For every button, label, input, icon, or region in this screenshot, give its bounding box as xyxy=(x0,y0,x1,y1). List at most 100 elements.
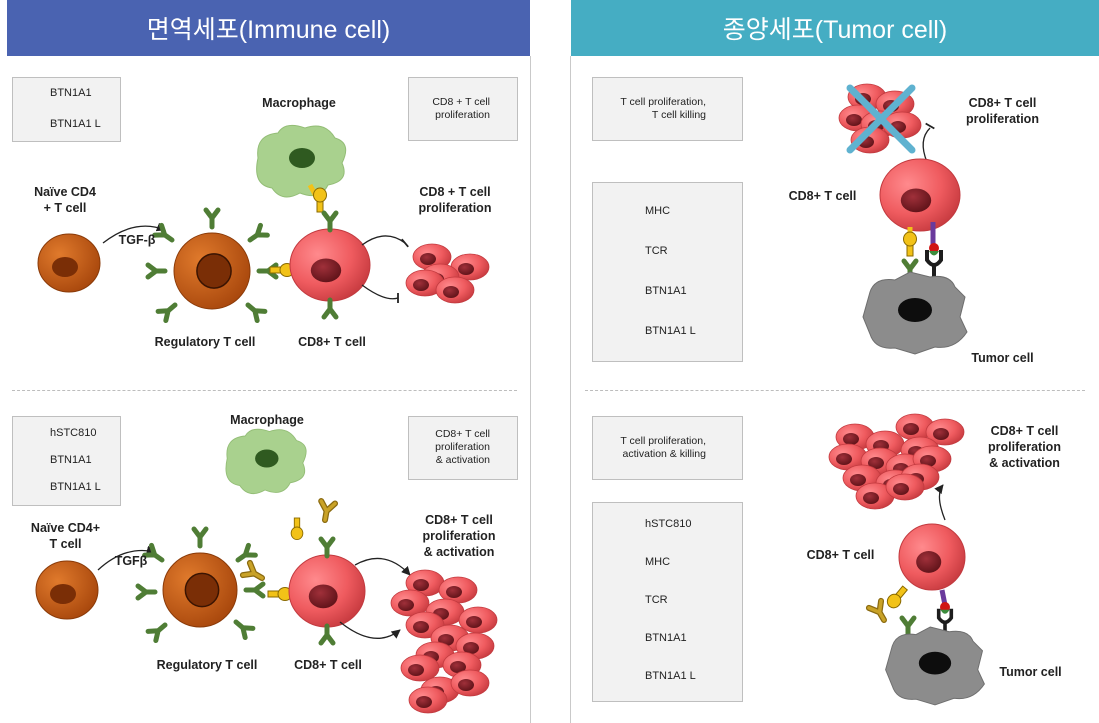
regulatory-t-cell-bottom xyxy=(162,552,238,628)
legend-box-right-top xyxy=(592,182,743,362)
note-box-right-bottom xyxy=(592,416,743,480)
label-tgf-beta-top: TGF-β xyxy=(118,233,156,247)
legend-box-left-bottom xyxy=(12,416,121,506)
label-line: & activation xyxy=(423,545,495,559)
label-line: proliferation xyxy=(422,529,496,543)
treg-receptor-icon xyxy=(155,302,178,324)
note-line: proliferation xyxy=(435,441,490,453)
label-naive-cd4-top: Naïve CD4 + T cell xyxy=(20,184,110,216)
legend-label-tcr: TCR xyxy=(645,245,668,257)
note-line: & activation xyxy=(435,454,490,466)
tumor-cell-title: 종양세포(Tumor cell) xyxy=(722,16,948,44)
legend-label-btn1a1-l: BTN1A1 L xyxy=(50,118,101,130)
label-cd8-bottom: CD8+ T cell xyxy=(294,658,362,672)
label-line: Naïve CD4+ xyxy=(30,521,101,535)
legend-label-btn1a1: BTN1A1 xyxy=(50,87,92,99)
treg-receptor-icon xyxy=(245,302,268,324)
label-line: & activation xyxy=(989,456,1060,470)
legend-label-tcr: TCR xyxy=(645,594,668,606)
label-macrophage-top: Macrophage xyxy=(262,96,336,110)
label-line: proliferation xyxy=(966,112,1039,126)
label-tumor-right-top: Tumor cell xyxy=(971,351,1034,365)
cd8-ligand-icon xyxy=(267,587,293,601)
proliferating-cd8-cell-bottom xyxy=(390,589,430,617)
cd8-receptor-icon xyxy=(321,210,339,233)
naive-cd4-t-cell-top xyxy=(37,233,101,293)
cd8-receptor-icon xyxy=(318,536,336,559)
proliferating-cd8-cell-top xyxy=(450,253,490,281)
proliferating-cd8-cell-top xyxy=(405,269,445,297)
btn1a1-receptor-icon xyxy=(899,615,917,638)
label-line: proliferation xyxy=(988,440,1061,454)
regulatory-t-cell-top xyxy=(173,232,251,310)
legend-box-right-bottom xyxy=(592,502,743,702)
mhc-icon xyxy=(925,250,943,278)
note-line: T cell proliferation, xyxy=(620,435,706,447)
legend-label-hstc810: hSTC810 xyxy=(645,518,692,530)
treg-receptor-icon xyxy=(135,583,158,601)
proliferating-cd8-cell-right-bottom xyxy=(855,482,895,510)
tgf-beta-arrow xyxy=(102,222,166,244)
label-prolif-right-bottom: CD8+ T cell proliferation & activation xyxy=(972,423,1077,471)
cd8-t-cell-top xyxy=(289,228,371,302)
legend-label-btn1a1-l: BTN1A1 L xyxy=(645,670,696,682)
treg-receptor-icon xyxy=(247,222,270,243)
tumor-cell-right-top xyxy=(862,271,968,355)
hstc810-antibody-icon xyxy=(865,597,887,623)
label-macrophage-bottom: Macrophage xyxy=(230,413,304,427)
treg-receptor-icon xyxy=(152,222,175,243)
hstc810-antibody-icon xyxy=(239,559,265,581)
label-cd8-right-bottom: CD8+ T cell xyxy=(806,548,875,562)
treg-receptor-icon xyxy=(145,622,168,644)
label-line: CD8+ T cell xyxy=(990,424,1059,438)
note-right-top: T cell proliferation, T cell killing xyxy=(596,96,706,122)
legend-label-mhc: MHC xyxy=(645,556,671,568)
label-prolif-bottom: CD8+ T cell proliferation & activation xyxy=(404,512,514,560)
proliferating-cd8-cell-bottom xyxy=(458,606,498,634)
label-tgf-beta-bottom: TGFβ xyxy=(114,554,148,568)
inhibition-bar xyxy=(401,238,409,248)
inhibit-arrow xyxy=(361,235,406,246)
proliferating-cd8-cell-right-bottom xyxy=(925,418,965,446)
legend-label-btn1a1-l: BTN1A1 L xyxy=(50,481,101,493)
note-line: proliferation xyxy=(435,109,490,121)
label-prolif-top: CD8 + T cell proliferation xyxy=(400,184,510,216)
note-left-top: CD8 + T cell proliferation xyxy=(412,96,490,122)
legend-label-btn1a1: BTN1A1 xyxy=(50,454,92,466)
inhibition-bar xyxy=(925,122,935,130)
right-panel-border xyxy=(570,56,571,723)
proliferating-cd8-cell-right-bottom xyxy=(885,473,925,501)
label-line: CD8+ T cell xyxy=(425,513,493,527)
treg-receptor-icon xyxy=(243,581,266,599)
legend-label-btn1a1: BTN1A1 xyxy=(645,285,687,297)
legend-box-left-top xyxy=(12,77,121,142)
proliferating-cd8-cell-bottom xyxy=(405,569,445,597)
legend-label-btn1a1: BTN1A1 xyxy=(645,632,687,644)
label-cd8-top: CD8+ T cell xyxy=(298,335,366,349)
mhc-icon xyxy=(936,608,954,634)
cd8-receptor-icon xyxy=(321,297,339,320)
legend-label-btn1a1-l: BTN1A1 L xyxy=(645,325,696,337)
note-left-bottom: CD8+ T cell proliferation & activation xyxy=(412,428,490,467)
label-regulatory-t-top: Regulatory T cell xyxy=(154,335,256,349)
hstc810-antibody-icon xyxy=(318,498,339,523)
label-naive-cd4-bottom: Naïve CD4+ T cell xyxy=(18,520,113,552)
activation-arrow xyxy=(354,557,411,576)
note-line: CD8+ T cell xyxy=(435,428,490,440)
cd8-t-cell-right-top xyxy=(879,158,961,232)
macrophage-ligand-icon xyxy=(313,187,327,213)
proliferating-cd8-cell-top xyxy=(435,276,475,304)
proliferating-cd8-cell-right-bottom xyxy=(828,443,868,471)
cd8-receptor-icon xyxy=(318,623,336,646)
label-line: CD8 + T cell xyxy=(419,185,491,199)
proliferation-arrow xyxy=(934,484,946,521)
label-line: CD8+ T cell xyxy=(968,96,1037,110)
legend-label-hstc810: hSTC810 xyxy=(50,427,97,439)
note-box-left-top xyxy=(408,77,518,141)
right-divider xyxy=(585,390,1085,391)
label-line: T cell xyxy=(49,537,82,551)
treg-receptor-icon xyxy=(235,542,258,563)
label-tumor-right-bottom: Tumor cell xyxy=(999,665,1062,679)
note-line: CD8 + T cell xyxy=(432,96,490,108)
cd8-t-cell-bottom xyxy=(288,554,366,628)
